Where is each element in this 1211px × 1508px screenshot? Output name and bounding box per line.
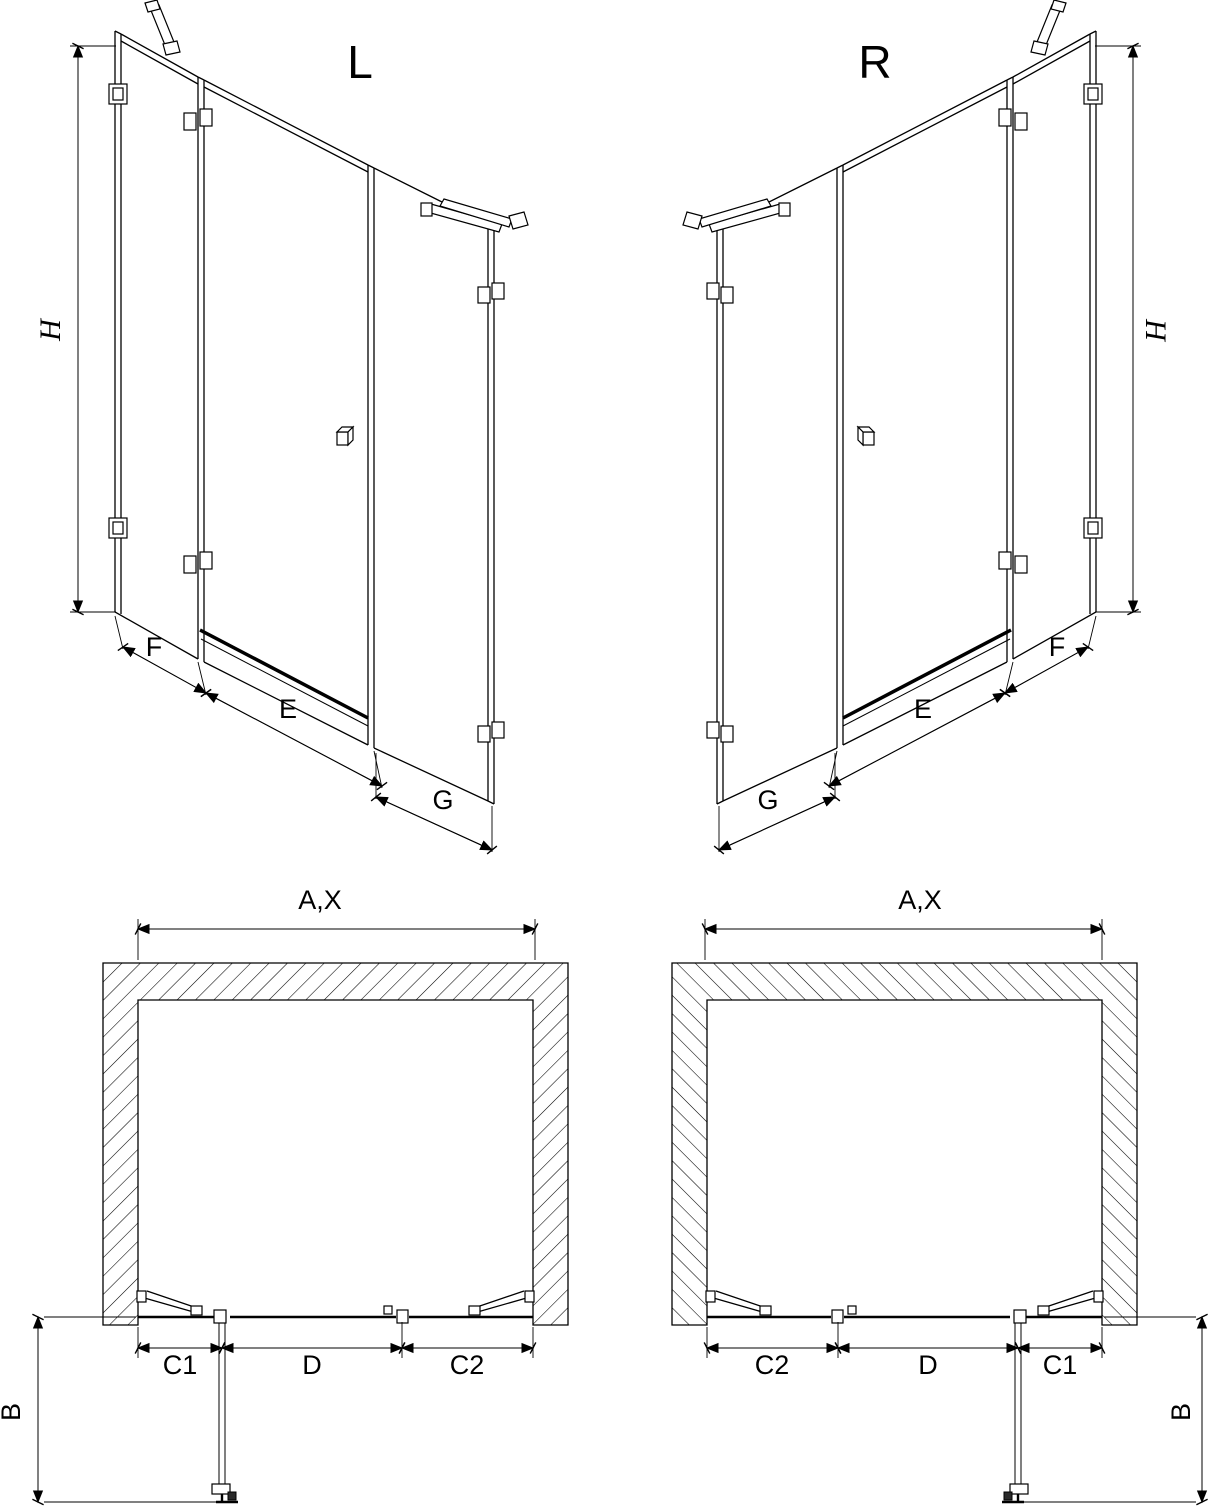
left-height-label: H [34,317,67,342]
right-elevation-view: R H F E G [683,0,1172,852]
left-elevation-view: L H F E G [34,0,528,852]
left-plan-geometry [38,919,568,1503]
right-plan-c1-label: C1 [1043,1350,1078,1380]
right-plan-d-label: D [918,1350,938,1380]
left-g-label: G [432,785,453,815]
left-plan-depth-label: B [0,1403,26,1421]
left-f-label: F [146,632,163,662]
right-plan-width-label: A,X [898,885,942,915]
right-g-label: G [757,785,778,815]
left-plan-d-label: D [302,1350,322,1380]
right-view-title: R [858,36,891,88]
left-e-label: E [279,694,297,724]
right-plan-depth-label: B [1166,1403,1196,1421]
right-height-label: H [1139,318,1172,343]
right-plan-view: A,X C2 D C1 B [672,885,1202,1503]
left-plan-view: A,X C1 D C2 B [0,885,568,1503]
right-plan-c2-label: C2 [755,1350,790,1380]
left-plan-c1-label: C1 [163,1350,198,1380]
left-view-title: L [347,36,373,88]
left-elevation-geometry [70,0,528,852]
left-plan-width-label: A,X [298,885,342,915]
right-plan-geometry [672,919,1202,1503]
right-f-label: F [1049,632,1066,662]
right-elevation-geometry [683,0,1141,852]
right-e-label: E [914,694,932,724]
left-plan-c2-label: C2 [450,1350,485,1380]
